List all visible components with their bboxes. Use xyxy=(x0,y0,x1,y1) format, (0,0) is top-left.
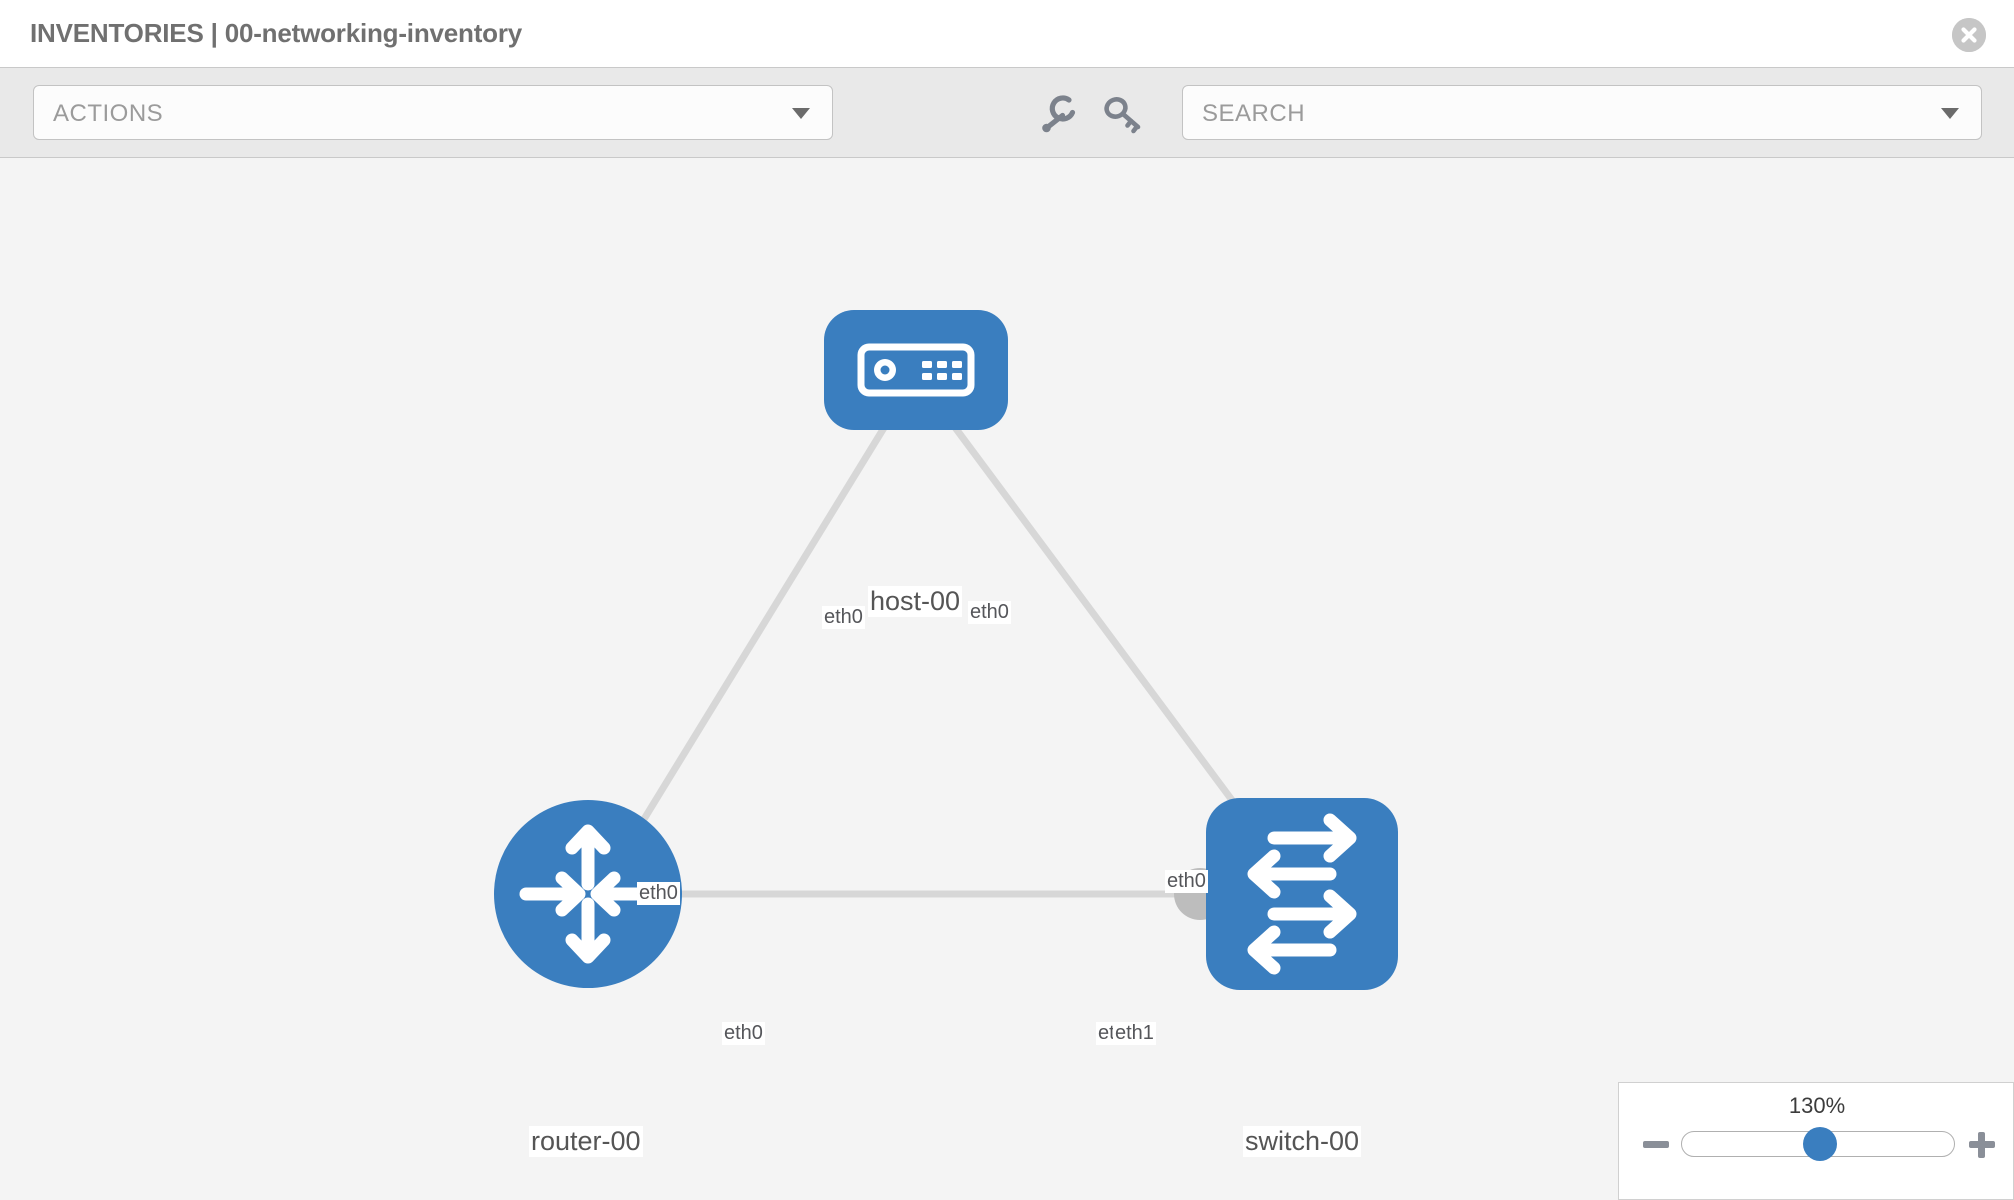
iface-router-right: eth0 xyxy=(722,1022,765,1045)
chevron-down-icon xyxy=(792,108,810,119)
topology-canvas[interactable]: eth0 host-00 eth0 eth0 eth0 eth0 eth eth… xyxy=(0,158,2014,1200)
actions-dropdown[interactable]: ACTIONS xyxy=(33,85,833,140)
key-icon[interactable] xyxy=(1098,90,1146,138)
page-title: INVENTORIES | 00-networking-inventory xyxy=(30,18,523,48)
chevron-down-icon[interactable] xyxy=(1941,108,1959,119)
node-host-00 xyxy=(824,310,1008,430)
search-placeholder: SEARCH xyxy=(1202,100,1306,127)
search-input[interactable]: SEARCH xyxy=(1182,85,1982,140)
iface-router-up: eth0 xyxy=(637,882,680,905)
edge-host-switch xyxy=(945,415,1278,861)
zoom-control: 130% xyxy=(1618,1082,2014,1200)
iface-host-left: eth0 xyxy=(822,606,865,629)
node-label-host[interactable]: host-00 xyxy=(868,586,963,618)
iface-switch-left: eth1 xyxy=(1113,1022,1156,1045)
iface-switch-up: eth0 xyxy=(1165,870,1208,893)
topology-edges xyxy=(611,415,1278,898)
topology-graph xyxy=(494,310,1398,990)
zoom-out-button[interactable] xyxy=(1641,1130,1671,1160)
iface-host-right: eth0 xyxy=(968,601,1011,624)
close-icon[interactable] xyxy=(1952,18,1986,52)
node-switch-00 xyxy=(1206,798,1398,990)
edge-host-router xyxy=(611,416,893,870)
node-label-switch[interactable]: switch-00 xyxy=(1243,1126,1362,1158)
wrench-icon[interactable] xyxy=(1034,90,1082,138)
actions-dropdown-label: ACTIONS xyxy=(53,100,164,127)
zoom-slider-thumb[interactable] xyxy=(1803,1127,1837,1161)
zoom-in-button[interactable] xyxy=(1967,1130,1997,1160)
zoom-percent-label: 130% xyxy=(1788,1093,1846,1118)
page-header: INVENTORIES | 00-networking-inventory xyxy=(0,0,2014,68)
node-router-00 xyxy=(494,800,682,988)
toolbar: ACTIONS SEARCH xyxy=(0,68,2014,158)
node-label-router[interactable]: router-00 xyxy=(529,1126,643,1158)
